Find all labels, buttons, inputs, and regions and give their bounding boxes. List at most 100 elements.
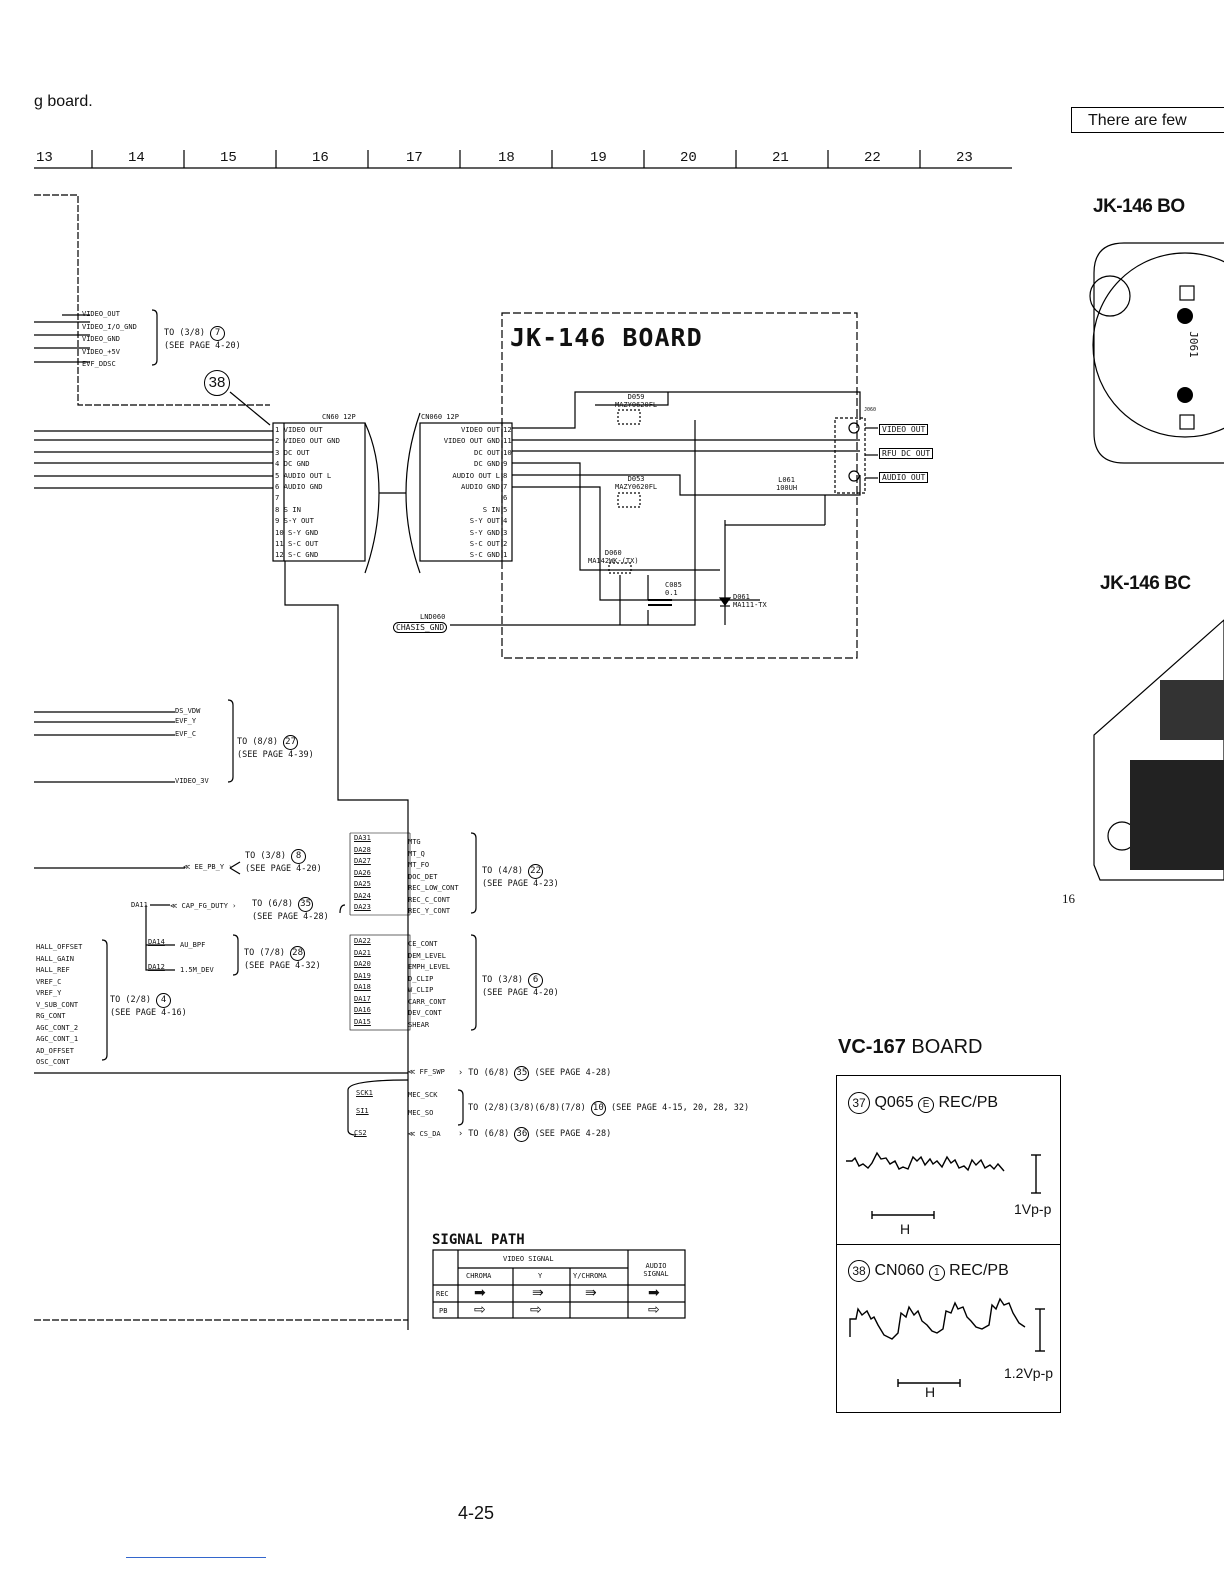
cn060-pin-number: 10: [503, 447, 512, 457]
note-text: There are few: [1088, 112, 1187, 129]
cn060-pin-number: 12: [503, 425, 512, 434]
top-signal: VIDEO_+5V: [82, 347, 120, 356]
signal-path-row-pb: PB: [439, 1307, 448, 1315]
rec-audio-arrow-icon: ➡: [648, 1284, 660, 1300]
waveform-number: 38: [848, 1260, 870, 1282]
hall-signal: OSC_CONT: [36, 1058, 70, 1066]
hall-signal: RG_CONT: [36, 1012, 66, 1020]
top-signal: EVF_DDSC: [82, 360, 116, 368]
cn60-pin: 12 S-C GND: [275, 550, 319, 560]
mtg-pin: DA28: [354, 845, 371, 854]
mec-pin: SCK1: [356, 1089, 373, 1097]
waveform-number: 37: [848, 1092, 870, 1114]
hall-signal: HALL_OFFSET: [36, 943, 83, 951]
cn060-pin: S-Y GND: [469, 527, 500, 537]
waveform-pin: E: [918, 1097, 935, 1113]
page-heading: g board.: [34, 93, 93, 110]
ee-reference: TO (3/8) 8(SEE PAGE 4-20): [245, 849, 322, 874]
j061-label: J061: [1186, 331, 1200, 358]
cn060-pin-number: 1: [503, 550, 508, 560]
cn060-pin-number: 11: [503, 436, 512, 446]
mtg-pin: DA25: [354, 880, 371, 888]
cn060-pin-number: 6: [503, 493, 508, 503]
cn60-pin: 8 S IN: [275, 504, 301, 514]
zone-number: 15: [220, 150, 237, 166]
mec-reference: TO (2/8)(3/8)(6/8)(7/8) 10 (SEE PAGE 4-1…: [468, 1101, 749, 1116]
mtg-pin: DA27: [354, 857, 371, 865]
hall-signal: AGC_CONT_2: [36, 1023, 79, 1032]
au-pin: DA12: [148, 963, 165, 971]
jack-tag: AUDIO OUT: [879, 472, 929, 483]
cn060-pin: S-Y OUT: [469, 516, 500, 526]
mtg-signal: REC_C_CONT: [408, 895, 451, 904]
hall-signal: HALL_REF: [36, 966, 70, 974]
waveform-pin: 1: [928, 1265, 945, 1281]
j060-label: J060: [864, 407, 877, 413]
note-box: There are few: [1071, 107, 1224, 133]
cn60-pin: 5 AUDIO OUT L: [275, 470, 332, 480]
waveform-traces: [846, 1151, 1045, 1387]
mtg-pin: DA23: [354, 903, 371, 911]
cn060-pin-number: 7: [503, 482, 508, 491]
ce-signal: DEM_LEVEL: [408, 951, 446, 960]
mtg-signal: MT_FO: [408, 861, 430, 869]
jack-tag: VIDEO OUT: [879, 424, 929, 435]
zone-number: 23: [956, 150, 973, 166]
evf-signal: EVF_C: [175, 730, 197, 738]
ce-signal: W_CLIP: [408, 986, 434, 994]
waveform-amplitude: 1.2Vp-p: [1004, 1365, 1054, 1381]
hall-signal: VREF_C: [36, 977, 62, 986]
waveform-label: CN060: [874, 1262, 925, 1279]
cn60-pin: 4 DC GND: [275, 459, 310, 469]
cn060-pin-number: 5: [503, 504, 508, 514]
mtg-signal: REC_LOW_CONT: [408, 884, 459, 892]
zone-number: 19: [590, 150, 607, 166]
waveform-period: H: [925, 1384, 936, 1400]
au-reference: TO (7/8) 28(SEE PAGE 4-32): [244, 946, 321, 971]
cn060-pin-number: 4: [503, 516, 508, 526]
hall-signal: HALL_GAIN: [36, 954, 74, 963]
waveform-title: 38 CN060 1 REC/PB: [848, 1260, 1009, 1282]
ce-pin: DA20: [354, 960, 371, 968]
pb-y-arrow-icon: ⇨: [530, 1301, 542, 1317]
zone-number: 13: [36, 150, 53, 166]
zone-number: 16: [312, 150, 329, 166]
cs-pin: CS2: [354, 1129, 367, 1137]
board-title: JK-146 BOARD: [510, 323, 703, 352]
evf-signal: EVF_Y: [175, 717, 197, 725]
waveform-amplitude: 1Vp-p: [1014, 1201, 1052, 1217]
mtg-pin: DA31: [354, 834, 371, 842]
cs-reference: › TO (6/8) 36 (SEE PAGE 4-28): [458, 1127, 611, 1142]
mtg-pin: DA24: [354, 891, 371, 900]
signal-path-col-ychroma: Y/CHROMA: [573, 1272, 607, 1280]
signal-path-row-rec: REC: [436, 1290, 449, 1298]
ref-to: TO (3/8): [164, 328, 205, 338]
evf-signal: VIDEO_3V: [175, 777, 209, 785]
evf-reference: TO (8/8) 27(SEE PAGE 4-39): [237, 735, 314, 760]
hall-signal: AD_OFFSET: [36, 1046, 74, 1055]
zone-number: 21: [772, 150, 789, 166]
ce-signal: DEV_CONT: [408, 1009, 442, 1017]
ce-reference: TO (3/8) 6(SEE PAGE 4-20): [482, 973, 559, 998]
au-signal: 1.5M_DEV: [180, 966, 214, 974]
cn060-pin: S-C GND: [469, 550, 500, 560]
waveform-label: Q065: [874, 1094, 914, 1111]
au-signal: AU_BPF: [180, 941, 206, 949]
pb-audio-arrow-icon: ⇨: [648, 1301, 660, 1317]
top-signal: VIDEO_I/O_GND: [82, 322, 137, 331]
waveform-period: H: [900, 1221, 911, 1237]
ref-circle-number: 7: [210, 326, 226, 341]
marker-38-circle: 38: [204, 370, 230, 396]
cn60-pin: 11 S-C OUT: [275, 539, 319, 548]
ce-signal: D_CLIP: [408, 974, 434, 983]
cn060-pin: AUDIO OUT L: [452, 470, 500, 480]
ref-see-page: (SEE PAGE 4-20): [164, 341, 241, 351]
pb-chroma-arrow-icon: ⇨: [474, 1301, 486, 1317]
cn060-pin: AUDIO GND: [461, 482, 500, 491]
signal-path-col-y: Y: [538, 1272, 543, 1280]
